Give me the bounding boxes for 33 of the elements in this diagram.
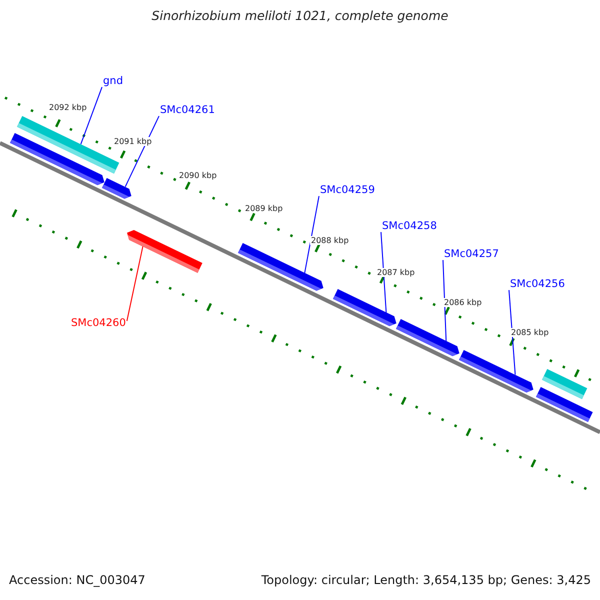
leader-line <box>126 246 144 322</box>
leader-line <box>80 86 102 145</box>
leader-line <box>380 232 387 313</box>
gene-label: SMc04260 <box>71 317 126 330</box>
gene-label: SMc04259 <box>320 184 375 196</box>
leader-line <box>304 196 320 274</box>
accession-text: Accession: NC_003047 <box>9 574 146 588</box>
leader-line <box>442 260 447 342</box>
position-label: 2087 kbp <box>376 268 416 278</box>
gene-label: SMc04257 <box>444 248 499 260</box>
leader-line <box>508 290 516 376</box>
position-label: 2086 kbp <box>443 298 483 308</box>
gene-block <box>332 288 396 326</box>
gene-block <box>102 178 131 198</box>
gene-block <box>536 386 592 422</box>
position-label: 2088 kbp <box>310 236 350 246</box>
gene-label: SMc04258 <box>382 220 437 232</box>
gene-block <box>10 133 104 186</box>
gene-block <box>127 230 202 273</box>
gene-block <box>238 243 323 291</box>
position-label: 2085 kbp <box>510 328 550 338</box>
position-label: 2090 kbp <box>178 171 218 180</box>
position-label: 2089 kbp <box>244 204 284 214</box>
gene-label: SMc04261 <box>160 104 215 116</box>
genome-summary-text: Topology: circular; Length: 3,654,135 bp; Genes: 3,425 <box>261 574 591 588</box>
map-title: Sinorhizobium meliloti 1021, complete genome <box>150 9 450 24</box>
gene-block <box>458 350 533 392</box>
leader-line <box>124 116 160 188</box>
gene-block <box>396 319 459 356</box>
gene-label: gnd <box>103 75 123 88</box>
position-label: 2092 kbp <box>48 103 88 112</box>
gene-label: SMc04256 <box>510 278 565 290</box>
position-label: 2091 kbp <box>113 137 153 146</box>
